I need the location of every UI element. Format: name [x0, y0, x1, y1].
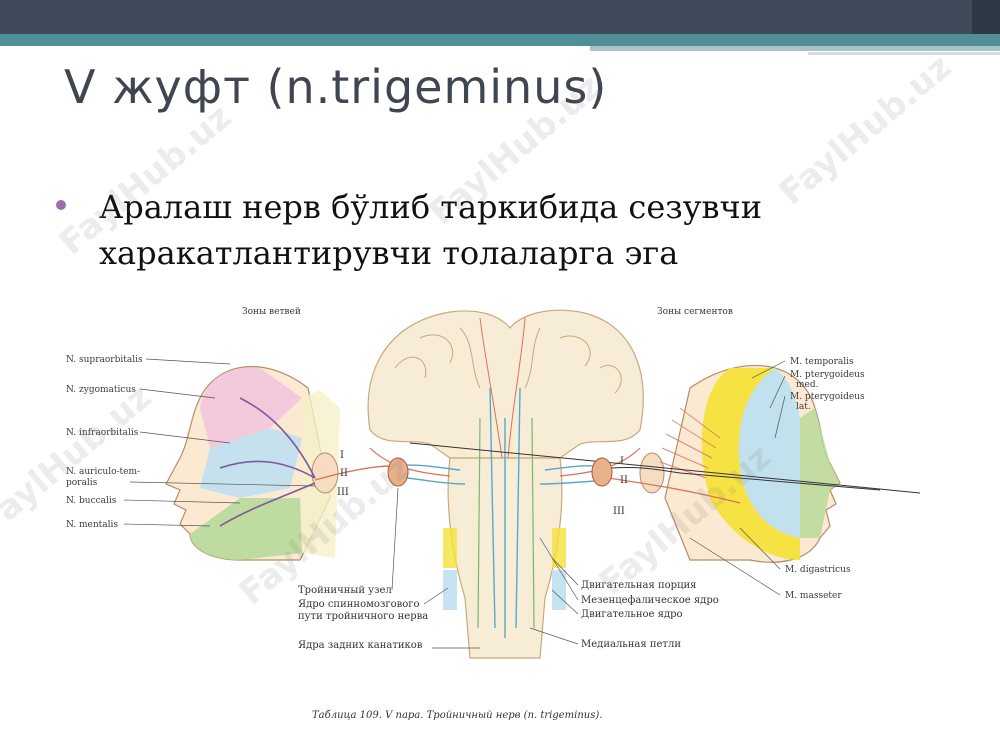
bullet-text-line-1: Аралаш нерв бўлиб таркибида сезувчи: [99, 188, 763, 226]
label-n-auriculotemporalis-1: N. auriculo-tem-: [66, 467, 140, 477]
slide-accent-stripe-thin: [808, 52, 1000, 55]
label-mesencephalic-nucleus: Мезенцефалическое ядро: [581, 595, 719, 606]
branch-numeral-left-3: III: [337, 487, 349, 498]
label-motor-nucleus: Двигательное ядро: [581, 609, 683, 620]
branch-numeral-right-2: II: [620, 475, 628, 486]
right-leader-lines: [689, 360, 786, 596]
slide-top-bar-shadow: [972, 0, 1000, 34]
label-m-pterygoideus-lat-1: M. pterygoideus: [790, 392, 865, 402]
label-n-buccalis: N. buccalis: [66, 496, 117, 506]
label-n-auriculotemporalis-2: poralis: [66, 478, 98, 488]
slide-accent-bar: [0, 34, 1000, 46]
right-face-illustration: [607, 364, 881, 563]
bullet-text-line-2: харакатлантирувчи толаларга эга: [99, 234, 679, 272]
label-n-mentalis: N. mentalis: [66, 520, 118, 530]
label-trigeminal-ganglion: Тройничный узел: [298, 585, 392, 596]
label-n-infraorbitalis: N. infraorbitalis: [66, 428, 139, 438]
slide-title: V жуфт (n.trigeminus): [64, 60, 608, 114]
bullet-item: Аралаш нерв бўлиб таркибида сезувчи хара…: [56, 184, 936, 276]
label-m-temporalis: M. temporalis: [790, 357, 854, 367]
center-right-leader-lines: [529, 537, 579, 645]
label-n-supraorbitalis: N. supraorbitalis: [66, 355, 143, 365]
label-m-pterygoideus-med-1: M. pterygoideus: [790, 370, 865, 380]
label-spinal-nucleus-1: Ядро спинномозгового: [298, 599, 420, 610]
branch-numeral-right-3: III: [613, 506, 625, 517]
zone-segments-label: Зоны сегментов: [657, 307, 733, 317]
branch-numeral-left-2: II: [340, 468, 348, 479]
label-motor-portion: Двигательная порция: [581, 580, 696, 591]
trigeminal-nerve-figure: I II III I II III Зоны ветвей Зоны сегме…: [40, 298, 960, 728]
label-n-zygomaticus: N. zygomaticus: [66, 385, 136, 395]
label-posterior-column-nuclei: Ядра задних канатиков: [298, 640, 423, 651]
label-medial-lemniscus: Медиальная петли: [581, 639, 681, 650]
label-m-masseter: M. masseter: [785, 591, 842, 601]
label-m-pterygoideus-med-2: med.: [796, 380, 819, 390]
center-left-leader-lines: [391, 487, 480, 649]
label-m-digastricus: M. digastricus: [785, 565, 851, 575]
label-spinal-nucleus-2: пути тройничного нерва: [298, 611, 428, 622]
bullet-dot-icon: [56, 200, 66, 210]
branch-numeral-left-1: I: [340, 450, 344, 461]
left-leader-lines: [123, 358, 316, 527]
figure-caption: Таблица 109. V пара. Тройничный нерв (n.…: [312, 710, 602, 721]
slide-accent-stripe: [590, 46, 1000, 51]
nerve-pathways: [387, 442, 921, 494]
bullet-text: Аралаш нерв бўлиб таркибида сезувчи хара…: [99, 184, 936, 276]
branch-numeral-right-1: I: [620, 456, 624, 467]
zone-branches-label: Зоны ветвей: [242, 307, 301, 317]
figure-illustration: I II III I II III Зоны ветвей Зоны сегме…: [66, 307, 921, 721]
slide-top-bar: [0, 0, 1000, 34]
label-m-pterygoideus-lat-2: lat.: [796, 402, 811, 412]
left-face-illustration: [165, 366, 393, 561]
brain-outline: [367, 309, 644, 659]
